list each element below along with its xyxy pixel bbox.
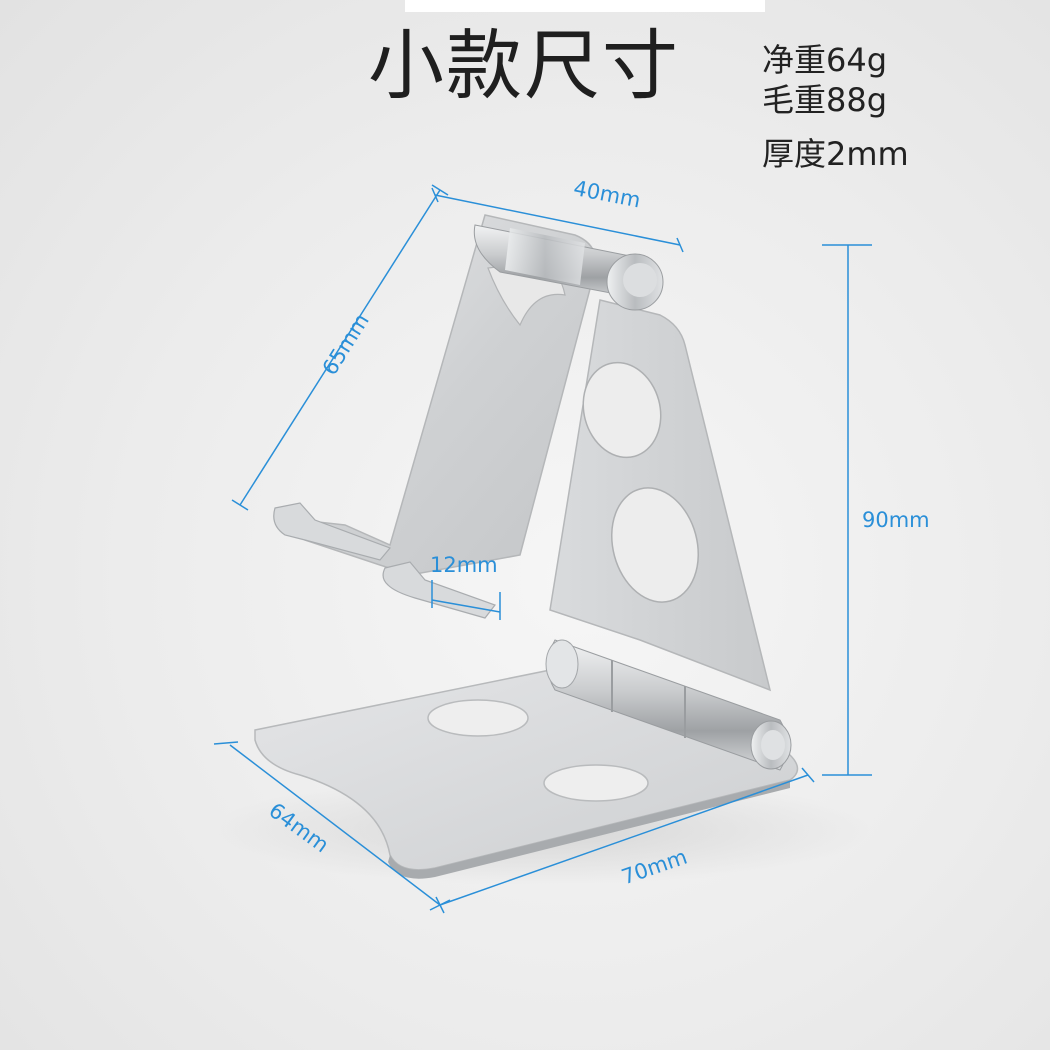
thickness-label: 厚度2mm: [762, 135, 909, 173]
right-lip: [382, 561, 496, 619]
dim-65mm: [231, 184, 449, 511]
dim-40mm: [431, 187, 684, 253]
gross-weight-label: 毛重88g: [762, 81, 888, 119]
dim-90mm: [822, 244, 872, 776]
dim-90mm-label: 90mm: [862, 508, 930, 532]
support-hole-upper: [582, 361, 662, 459]
top-hinge: [473, 224, 664, 311]
dim-12mm: [431, 580, 501, 620]
support-hole-lower: [610, 487, 700, 603]
left-lip: [273, 502, 392, 561]
dim-12mm-label: 12mm: [430, 553, 498, 577]
dim-65mm-label: 65mm: [318, 309, 374, 379]
page-title: 小款尺寸: [368, 21, 680, 110]
top-white-strip: [405, 0, 765, 12]
dim-40mm-label: 40mm: [572, 176, 643, 212]
base-hole-front: [543, 764, 649, 802]
net-weight-label: 净重64g: [762, 41, 888, 79]
dim-70mm: [435, 767, 815, 914]
base-hole-back: [427, 699, 529, 737]
bottom-hinge: [545, 639, 792, 771]
